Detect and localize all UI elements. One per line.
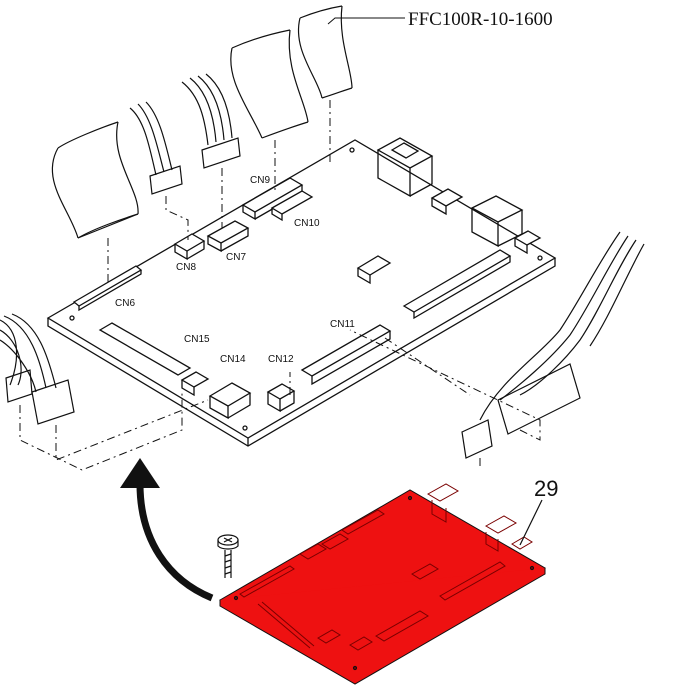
connector-label-cn9: CN9 — [250, 175, 270, 186]
connector-label-cn15: CN15 — [184, 334, 210, 345]
curved-arrow-icon — [120, 458, 214, 602]
callout-leader-line — [519, 499, 543, 546]
screw-icon — [217, 534, 239, 578]
connector-label-cn8: CN8 — [176, 262, 196, 273]
cables — [0, 5, 645, 459]
connector-label-cn7: CN7 — [226, 252, 246, 263]
connector-label-cn10: CN10 — [294, 218, 320, 229]
highlighted-board — [219, 483, 546, 685]
connector-label-cn11: CN11 — [330, 319, 355, 330]
alignment-lines — [19, 100, 541, 471]
connector-label-cn6: CN6 — [115, 298, 135, 309]
connector-label-cn14: CN14 — [220, 354, 246, 365]
callout-number: 29 — [534, 476, 558, 501]
connector-label-cn12: CN12 — [268, 354, 294, 365]
part-label-leader-line — [327, 17, 405, 25]
part-label: FFC100R-10-1600 — [408, 9, 553, 30]
main-board-outline — [46, 137, 557, 447]
